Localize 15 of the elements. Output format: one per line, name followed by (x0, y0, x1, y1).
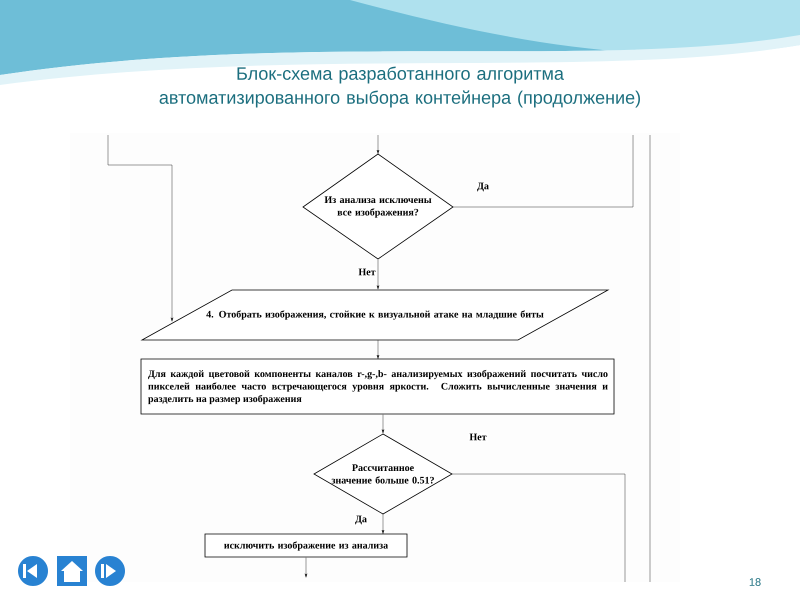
slide-title: Блок-схема разработанного алгоритма автоматизированного выбора контейнера (продолжение) (160, 66, 640, 108)
process-box: Для каждой цветовой компоненты каналов r-,g-,b- анализируемых изображений посчитать число пикселей наиболее часто встречающегося уровня яркости. Сложить вычисленные значения и разделить на размер изображения (140, 358, 614, 414)
arrow (382, 514, 384, 534)
process-box: исключить изображение из анализа (204, 534, 408, 558)
arrow (376, 260, 380, 290)
edge-label: Да (477, 182, 489, 192)
arrow (304, 558, 308, 578)
edge-label: Нет (470, 434, 486, 440)
arrow (382, 414, 384, 434)
arrow (376, 340, 380, 359)
page-number: 18 (750, 578, 761, 586)
arrow (376, 134, 380, 154)
edge-label: Да (355, 516, 367, 524)
edge-label: Нет (358, 268, 376, 276)
arrow (108, 134, 174, 322)
